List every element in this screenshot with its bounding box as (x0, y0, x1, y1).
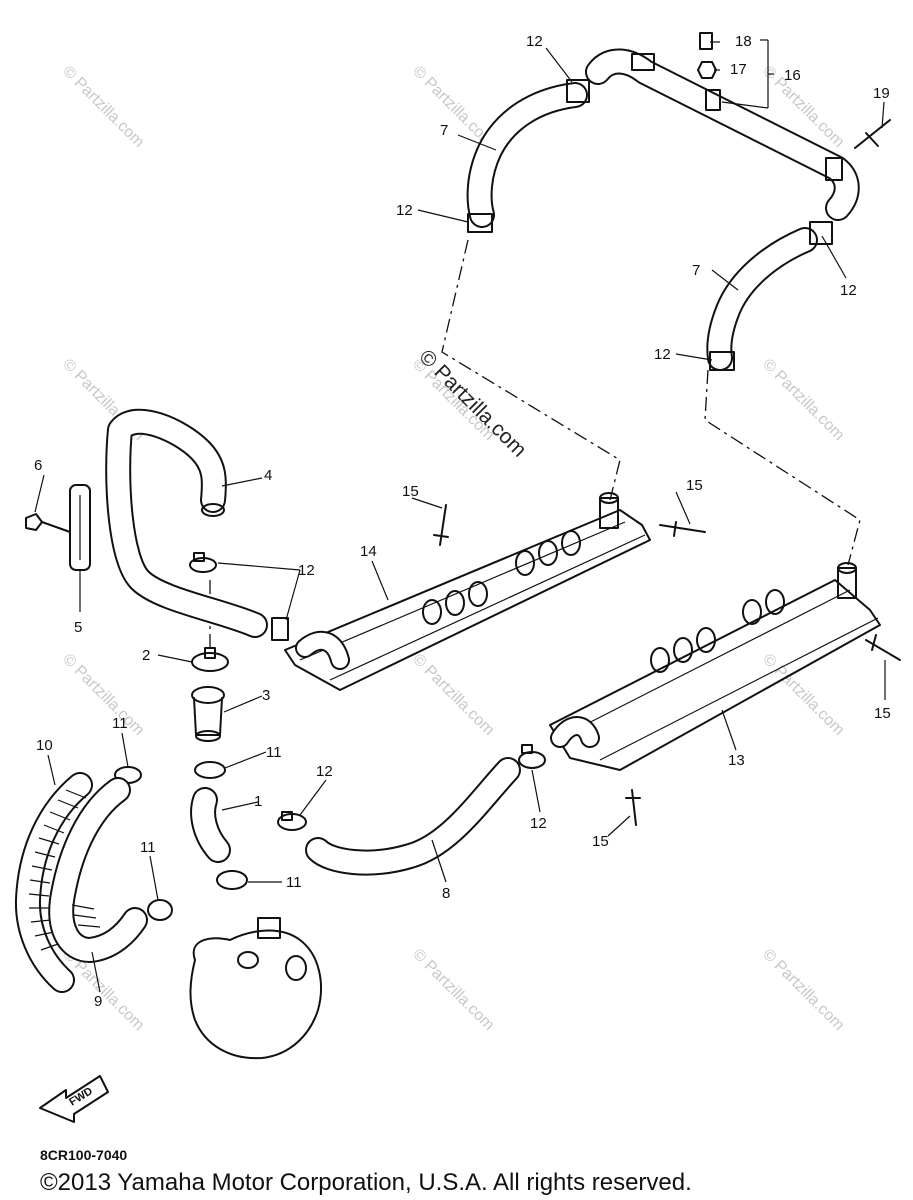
callout-label: 15 (874, 705, 891, 722)
callout-label: 12 (840, 282, 857, 299)
callout-label: 12 (654, 346, 671, 363)
hose-8 (305, 757, 521, 876)
hose-9 (48, 777, 148, 963)
hose-4 (105, 408, 268, 638)
hose-7-right (706, 221, 833, 371)
callout-label: 15 (402, 483, 419, 500)
callout-label: 4 (264, 467, 272, 484)
callout-label: 15 (686, 477, 703, 494)
watermark: © Partzilla.com (59, 63, 147, 151)
callout-label: 12 (526, 33, 543, 50)
callout-label: 19 (873, 85, 890, 102)
callout-label: 11 (112, 715, 128, 732)
center-line (704, 369, 861, 566)
thermostat-3 (191, 686, 225, 742)
callout-label: 10 (36, 737, 53, 754)
hose-1 (190, 787, 231, 863)
callout-label: 12 (396, 202, 413, 219)
leader-lines (34, 39, 886, 993)
callout-label: 11 (266, 744, 282, 761)
fwd-arrow-icon (39, 1075, 109, 1123)
callout-label: 7 (692, 262, 700, 279)
clamp-11 (216, 870, 248, 890)
callout-label: 17 (730, 61, 747, 78)
clamp-12 (518, 744, 546, 769)
fwd-label: FWD (67, 1085, 95, 1108)
callout-label: 7 (440, 122, 448, 139)
bolt-nut-set (697, 32, 721, 111)
callout-label: 3 (262, 687, 270, 704)
watermark: © Partzilla.com (59, 651, 147, 739)
watermark: © Partzilla.com (409, 946, 497, 1034)
callout-layer: 12 18 17 16 19 7 12 12 7 12 6 4 15 15 14… (34, 33, 891, 1010)
callout-label: 5 (74, 619, 82, 636)
diagram-code: 8CR100-7040 (40, 1147, 127, 1163)
center-watermark: © Partzilla.com (414, 345, 530, 461)
hose-7-left (466, 79, 590, 233)
callout-label: 8 (442, 885, 450, 902)
callout-label: 14 (360, 543, 377, 560)
callout-label: 18 (735, 33, 752, 50)
heat-exchanger-13 (549, 562, 881, 771)
rivet-15 (625, 789, 641, 826)
clamp-12 (277, 811, 307, 831)
pump-housing (189, 917, 322, 1060)
watermark-layer: © Partzilla.com © Partzilla.com © Partzi… (59, 63, 847, 1034)
callout-label: 6 (34, 457, 42, 474)
callout-label: 12 (316, 763, 333, 780)
bracket-5 (69, 484, 91, 571)
callout-label: 16 (784, 67, 801, 84)
clamp-11 (147, 899, 173, 921)
watermark: © Partzilla.com (759, 946, 847, 1034)
callout-label: 9 (94, 993, 102, 1010)
hose-10 (14, 772, 93, 993)
callout-label: 12 (530, 815, 547, 832)
center-line (441, 239, 621, 501)
clamp-12 (271, 617, 289, 641)
copyright-notice: ©2013 Yamaha Motor Corporation, U.S.A. A… (40, 1169, 692, 1196)
callout-label: 2 (142, 647, 150, 664)
watermark: © Partzilla.com (759, 651, 847, 739)
watermark: © Partzilla.com (759, 356, 847, 444)
callout-label: 12 (298, 562, 315, 579)
callout-label: 1 (254, 793, 262, 810)
bolt-6 (25, 513, 71, 533)
rivet-15 (433, 504, 449, 546)
clamp-12 (189, 552, 217, 573)
callout-label: 11 (286, 874, 302, 891)
rivet-15 (865, 634, 901, 661)
watermark: © Partzilla.com (409, 651, 497, 739)
rivet-15 (659, 521, 706, 537)
pin-fastener (854, 119, 891, 149)
upper-cross-pipe (585, 48, 860, 221)
callout-label: 11 (140, 839, 156, 856)
callout-label: 13 (728, 752, 745, 769)
clamp-11 (194, 761, 226, 779)
heat-exchanger-14 (284, 492, 651, 691)
callout-label: 15 (592, 833, 609, 850)
cap-2 (191, 647, 229, 672)
